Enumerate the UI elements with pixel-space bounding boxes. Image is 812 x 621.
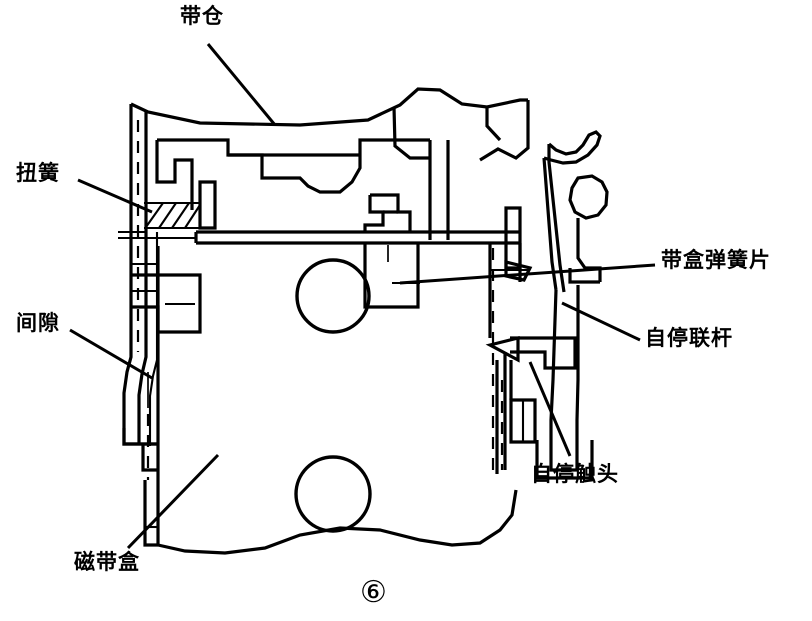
leader-gap — [69, 328, 153, 380]
horizontal-actuator-bar — [118, 230, 520, 245]
pad-block-outline — [363, 243, 420, 309]
inner-step-outline — [155, 140, 194, 210]
leaf-spring-foot — [568, 268, 600, 284]
upper-inner-body — [155, 138, 450, 240]
label-auto-stop-contact: 自停触头 — [531, 462, 619, 486]
bar-right-tabs — [490, 206, 533, 282]
inner-shelf-outline — [157, 138, 430, 194]
left-rail-inner-edge — [137, 110, 148, 444]
leaf-spring-blade-left-2 — [547, 144, 566, 293]
leader-tape-compartment — [206, 43, 277, 126]
head-block-outline — [363, 195, 385, 232]
label-tape-compartment: 带仓 — [180, 4, 224, 28]
centerlines — [387, 245, 504, 470]
cassette-box-corner — [143, 480, 158, 547]
lid-top-profile — [130, 87, 528, 127]
box-corner-outline — [143, 480, 158, 547]
reel-hubs — [294, 258, 372, 533]
label-auto-stop-linkage: 自停联杆 — [645, 326, 733, 350]
contact-bracket-outline — [510, 336, 577, 370]
spring-coil-2 — [158, 202, 177, 229]
tab-bottom-edge — [141, 444, 158, 472]
bar-tab-wedge — [504, 259, 533, 282]
linkage-left-edge — [549, 289, 558, 455]
leaf-spring-blade-outer — [543, 130, 602, 165]
leader-cassette-box — [126, 453, 220, 550]
contact-pad-outline — [509, 398, 537, 444]
spring-coil-3 — [171, 202, 190, 229]
lid-notch-right — [485, 107, 502, 142]
upper-boss-outline — [198, 180, 217, 230]
linkage-foot-bracket — [549, 450, 579, 472]
bar-tab-upper — [504, 206, 522, 270]
bracket-box-bottom — [131, 305, 160, 332]
auto-stop-linkage-part — [535, 285, 594, 480]
leader-auto-stop-linkage — [561, 301, 641, 342]
torsion-spring-coils — [144, 201, 201, 230]
label-cassette-leaf-spring: 带盒弹簧片 — [661, 248, 771, 272]
spring-coil-1 — [145, 202, 164, 228]
reel-hub-upper — [295, 258, 371, 334]
reel-hub-lower — [294, 455, 372, 533]
lid-fold-diagonal — [392, 106, 430, 160]
spring-coil-4 — [184, 204, 201, 229]
tape-compartment-shell — [130, 87, 530, 162]
label-torsion-spring: 扭簧 — [16, 161, 60, 185]
cassette-bottom-wave — [157, 489, 518, 555]
label-gap: 间隙 — [16, 311, 60, 335]
left-bracket-box — [131, 273, 202, 334]
pressure-pad-block — [363, 243, 420, 309]
leader-torsion-spring — [77, 178, 153, 214]
leaf-spring-lower-stem — [576, 218, 602, 282]
lid-right-slope — [479, 100, 530, 162]
leaf-spring-blade-left — [542, 157, 558, 291]
linkage-foot-outer — [535, 440, 594, 480]
gap-flex-tab — [122, 372, 158, 480]
leaf-spring-hook — [568, 174, 609, 220]
bracket-box-outline — [131, 273, 202, 334]
linkage-right-edge — [575, 285, 580, 450]
cassette-body-outline — [156, 243, 518, 555]
figure-number: ⑥ — [360, 575, 387, 610]
label-cassette-box: 磁带盒 — [74, 550, 140, 574]
center-head-block — [363, 193, 412, 232]
cassette-leaf-spring-part — [542, 130, 609, 293]
flex-tab-outer — [122, 428, 158, 446]
auto-stop-contact-part — [485, 335, 577, 470]
